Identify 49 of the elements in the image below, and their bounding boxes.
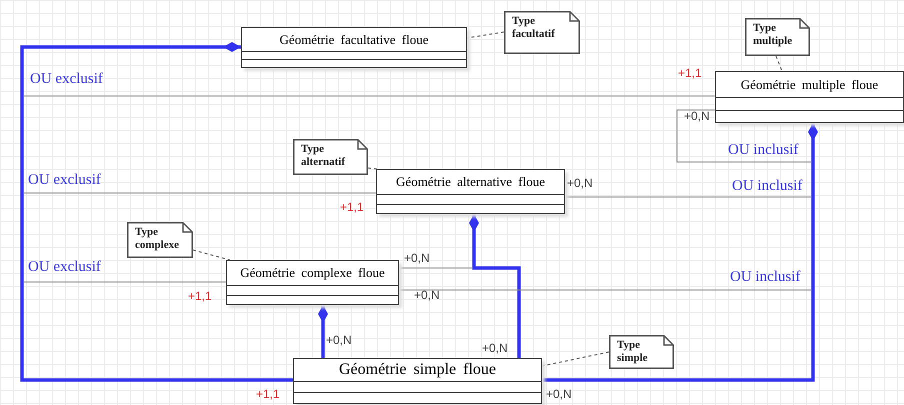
- note-box: [504, 11, 580, 54]
- multiplicity-label: +1,1: [340, 201, 364, 213]
- association-line: [24, 192, 376, 194]
- note-text: Type complexe: [135, 226, 180, 252]
- multiplicity-label: +0,N: [567, 177, 593, 189]
- multiplicity-label: +1,1: [188, 290, 212, 302]
- composition-connector: [318, 305, 328, 358]
- note-link: [368, 168, 378, 170]
- class-box: [241, 27, 467, 68]
- note-box: [293, 139, 368, 175]
- note-text: Type simple: [617, 339, 649, 365]
- class-box: [226, 260, 399, 305]
- note-box: [127, 222, 193, 258]
- note-box: [609, 335, 674, 369]
- composition-connector: [20, 42, 293, 382]
- composition-connector: [469, 214, 521, 358]
- multiplicity-label: +1,1: [256, 388, 280, 400]
- multiplicity-label: +0,N: [546, 388, 572, 400]
- note-link: [192, 250, 230, 260]
- note-link: [776, 56, 782, 72]
- association-line: [676, 110, 812, 162]
- constraint-label: OU exclusif: [28, 260, 101, 275]
- note-link: [542, 352, 610, 366]
- association-line: [564, 196, 812, 198]
- multiplicity-label: +0,N: [482, 342, 508, 354]
- note-box: [745, 18, 810, 56]
- note-text: Type alternatif: [301, 143, 346, 169]
- class-box: [293, 358, 542, 404]
- constraint-label: OU inclusif: [730, 270, 800, 285]
- note-text: Type multiple: [753, 22, 794, 48]
- class-box: [715, 71, 904, 123]
- constraint-label: OU exclusif: [30, 72, 103, 87]
- multiplicity-label: +0,N: [326, 334, 352, 346]
- note-text: Type facultatif: [512, 15, 556, 41]
- class-name: Géométrie simple floue: [338, 361, 496, 379]
- class-name: Géométrie multiple floue: [740, 76, 878, 92]
- multiplicity-label: +0,N: [404, 252, 430, 264]
- class-name: Géométrie facultative floue: [280, 32, 428, 48]
- note-link: [466, 32, 504, 38]
- multiplicity-label: +0,N: [414, 289, 440, 301]
- composition-connector: [542, 123, 818, 382]
- constraint-label: OU exclusif: [28, 173, 101, 188]
- class-name: Géométrie complexe floue: [240, 265, 385, 281]
- multiplicity-label: +0,N: [684, 110, 710, 122]
- class-box: [376, 169, 565, 214]
- constraint-label: OU inclusif: [732, 179, 802, 194]
- class-name: Géométrie alternative floue: [396, 174, 545, 190]
- multiplicity-label: +1,1: [678, 67, 702, 79]
- constraint-label: OU inclusif: [728, 143, 798, 158]
